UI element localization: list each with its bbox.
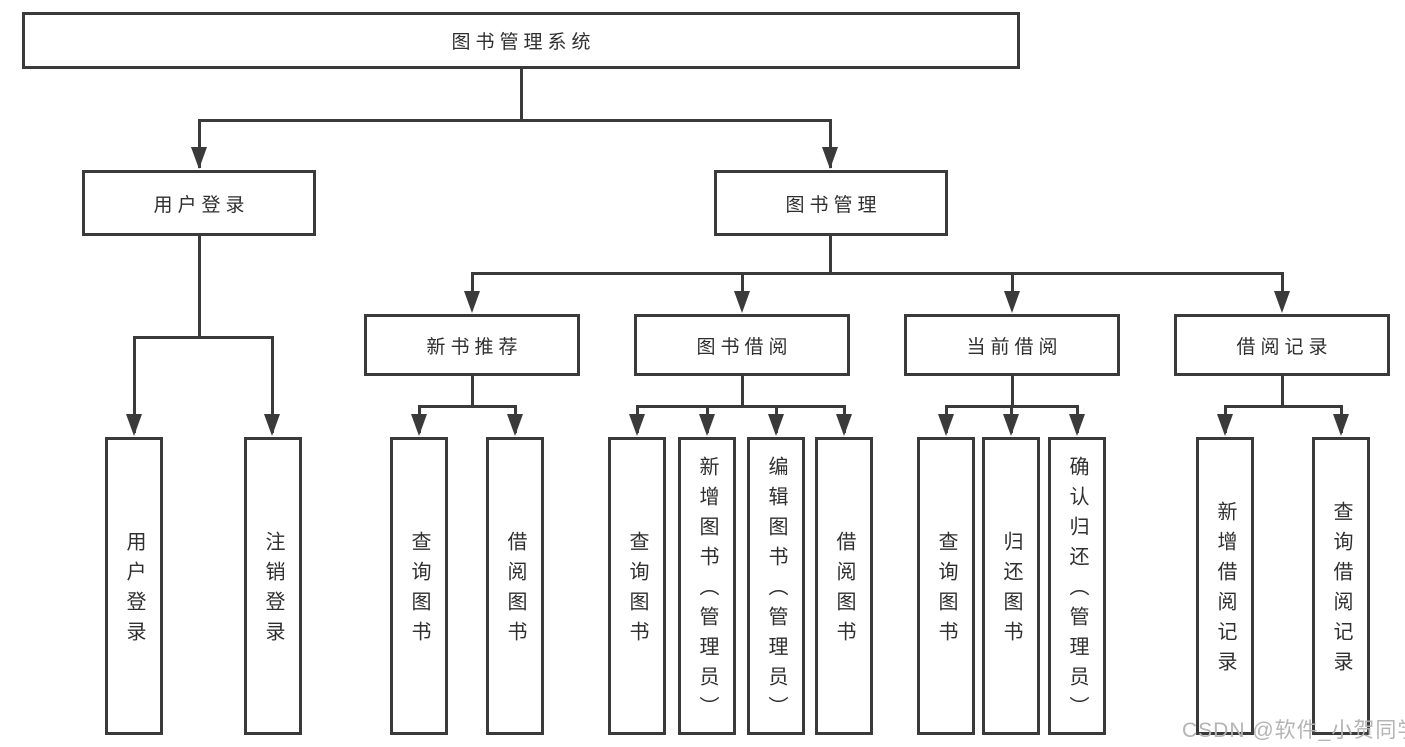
node-leaf-user-login: 用户登录 — [105, 437, 163, 735]
node-leaf-return-books: 归还图书 — [982, 437, 1040, 735]
arrow-down-icon — [734, 291, 750, 313]
watermark-text: CSDN @软件_小贺同学 — [1182, 719, 1405, 742]
node-leaf-query-borrow-record: 查询借阅记录 — [1312, 437, 1370, 735]
connector-line — [470, 271, 474, 296]
arrow-down-icon — [1274, 291, 1290, 313]
arrow-down-icon — [822, 147, 838, 169]
node-borrow-records: 借阅记录 — [1174, 314, 1390, 376]
connector-line — [635, 404, 846, 408]
arrow-down-icon — [1003, 414, 1019, 436]
connector-line — [1280, 271, 1284, 296]
connector-line — [828, 118, 832, 168]
node-leaf-user-login-label: 用户登录 — [123, 531, 145, 651]
connector-line — [1223, 404, 1343, 408]
node-leaf-borrow-books-2-label: 借阅图书 — [833, 531, 855, 651]
connector-line — [197, 118, 832, 122]
connector-line — [132, 335, 136, 433]
arrow-down-icon — [411, 414, 427, 436]
node-leaf-borrow-books-1-label: 借阅图书 — [504, 531, 526, 651]
connector-line — [740, 271, 744, 296]
node-leaf-add-books-admin: 新增图书（管理员） — [678, 437, 736, 735]
connector-line — [197, 235, 201, 338]
connector-line — [197, 118, 201, 168]
node-leaf-confirm-return-admin: 确认归还（管理员） — [1048, 437, 1106, 735]
node-leaf-borrow-books-2: 借阅图书 — [815, 437, 873, 735]
node-leaf-add-books-admin-label: 新增图书（管理员） — [696, 456, 718, 726]
connector-line — [828, 235, 832, 275]
arrow-down-icon — [464, 291, 480, 313]
node-current-borrow: 当前借阅 — [904, 314, 1120, 376]
node-leaf-edit-books-admin: 编辑图书（管理员） — [747, 437, 805, 735]
node-leaf-return-books-label: 归还图书 — [1000, 531, 1022, 651]
connector-line — [470, 271, 1284, 275]
node-current-borrow-label: 当前借阅 — [966, 336, 1063, 358]
arrow-down-icon — [699, 414, 715, 436]
node-new-book-recommend: 新书推荐 — [364, 314, 580, 376]
node-leaf-edit-books-admin-label: 编辑图书（管理员） — [765, 456, 787, 726]
arrow-down-icon — [836, 414, 852, 436]
arrow-down-icon — [629, 414, 645, 436]
connector-line — [417, 404, 517, 408]
arrow-down-icon — [126, 414, 142, 436]
arrow-down-icon — [938, 414, 954, 436]
node-leaf-query-books-1-label: 查询图书 — [408, 531, 430, 651]
node-root-label: 图书管理系统 — [451, 32, 596, 53]
arrow-down-icon — [768, 414, 784, 436]
node-book-management: 图书管理 — [714, 170, 948, 236]
arrow-down-icon — [264, 414, 280, 436]
connector-line — [1280, 374, 1284, 408]
node-book-borrow: 图书借阅 — [634, 314, 850, 376]
arrow-down-icon — [191, 147, 207, 169]
node-leaf-query-books-2: 查询图书 — [608, 437, 666, 735]
arrow-down-icon — [1333, 414, 1349, 436]
connector-line — [519, 68, 523, 121]
connector-line — [740, 374, 744, 408]
node-leaf-query-books-3: 查询图书 — [917, 437, 975, 735]
node-leaf-borrow-books-1: 借阅图书 — [486, 437, 544, 735]
node-root: 图书管理系统 — [22, 12, 1020, 69]
node-leaf-query-books-3-label: 查询图书 — [935, 531, 957, 651]
node-user-login-label: 用户登录 — [153, 194, 250, 216]
arrow-down-icon — [1217, 414, 1233, 436]
node-leaf-query-borrow-record-label: 查询借阅记录 — [1330, 501, 1352, 681]
node-leaf-logout: 注销登录 — [244, 437, 302, 735]
connector-line — [470, 374, 474, 408]
connector-line — [132, 335, 274, 339]
node-leaf-query-books-1: 查询图书 — [390, 437, 448, 735]
connector-line — [270, 335, 274, 433]
connector-line — [1010, 271, 1014, 296]
arrow-down-icon — [1069, 414, 1085, 436]
arrow-down-icon — [507, 414, 523, 436]
node-book-borrow-label: 图书借阅 — [696, 336, 793, 358]
node-leaf-query-books-2-label: 查询图书 — [626, 531, 648, 651]
node-leaf-confirm-return-admin-label: 确认归还（管理员） — [1066, 456, 1088, 726]
node-new-book-recommend-label: 新书推荐 — [426, 336, 523, 358]
arrow-down-icon — [1004, 291, 1020, 313]
connector-line — [1010, 374, 1014, 408]
node-leaf-logout-label: 注销登录 — [262, 531, 284, 651]
node-leaf-add-borrow-record-label: 新增借阅记录 — [1214, 501, 1236, 681]
node-book-management-label: 图书管理 — [785, 194, 882, 216]
node-user-login: 用户登录 — [82, 170, 316, 236]
node-leaf-add-borrow-record: 新增借阅记录 — [1196, 437, 1254, 735]
node-borrow-records-label: 借阅记录 — [1236, 336, 1333, 358]
